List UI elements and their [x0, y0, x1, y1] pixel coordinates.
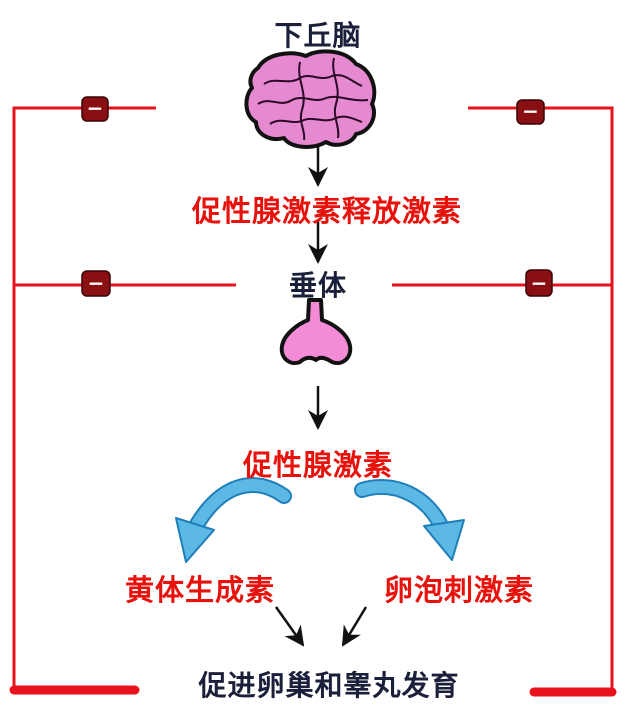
inhibit-sign: − [87, 96, 104, 120]
curved-arrow-right [354, 479, 465, 561]
arrow-fsh-to-outcome [341, 606, 368, 647]
label-hypothalamus: 下丘脑 [274, 19, 362, 52]
inhibit-sign: − [88, 271, 105, 295]
label-outcome: 促进卵巢和睾丸发育 [198, 669, 460, 702]
inhibit-sign: − [531, 271, 548, 295]
label-pituitary: 垂体 [288, 269, 348, 302]
inhibit-badge-mid-right: − [525, 269, 553, 297]
brain-icon [244, 49, 377, 149]
label-gnrh: 促性腺激素释放激素 [191, 194, 463, 228]
inhibit-badge-top-left: − [81, 96, 109, 122]
arrow-lh-to-outcome [274, 606, 305, 647]
inhibit-sign: − [522, 99, 539, 123]
curved-arrow-left [175, 477, 292, 563]
pituitary-icon [279, 298, 353, 365]
label-gonadotropin: 促性腺激素 [242, 448, 394, 482]
inhibit-badge-top-right: − [516, 99, 545, 125]
label-lh: 黄体生成素 [124, 573, 276, 607]
label-fsh: 卵泡刺激素 [383, 573, 535, 607]
inhibit-badge-mid-left: − [81, 270, 111, 297]
